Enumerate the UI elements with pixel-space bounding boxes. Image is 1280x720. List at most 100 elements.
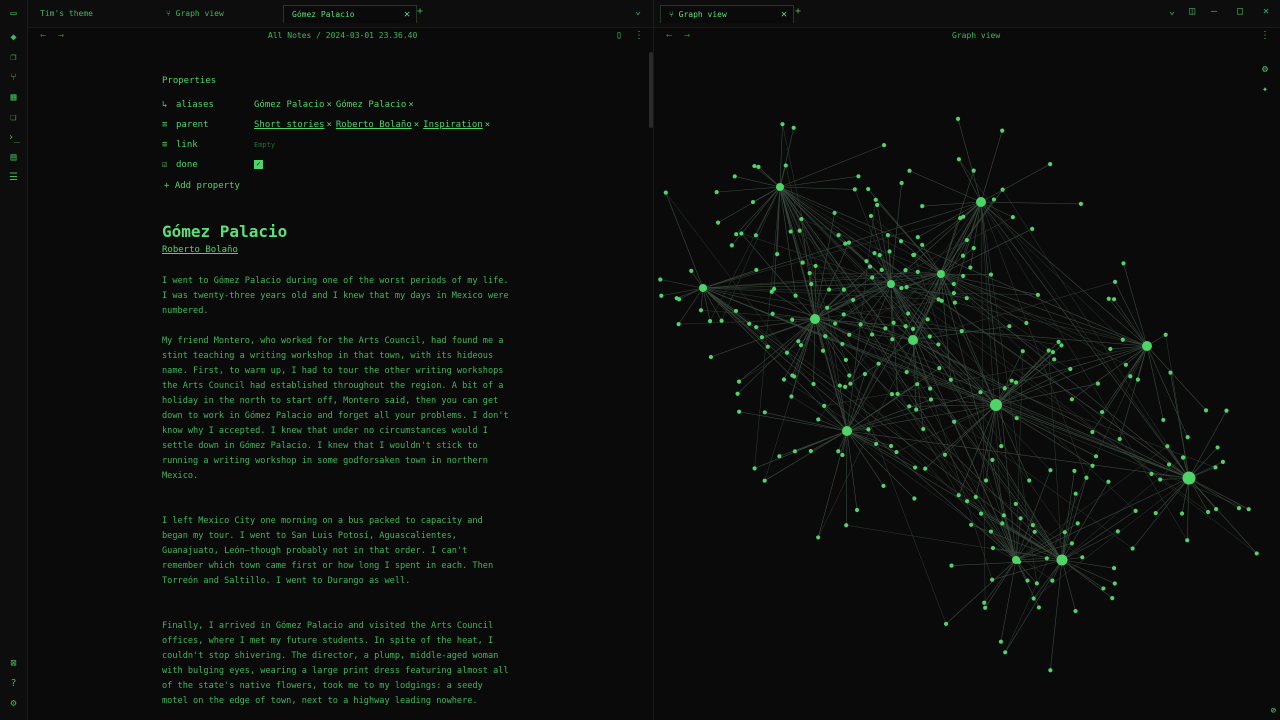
graph-node[interactable] [793,293,798,298]
graph-node[interactable] [1106,479,1111,484]
graph-node[interactable] [1185,435,1190,440]
graph-node[interactable] [769,289,774,294]
graph-node[interactable] [899,285,904,291]
graph-node[interactable] [788,229,793,234]
graph-node[interactable] [928,386,933,391]
graph-node[interactable] [826,287,832,292]
graph-node[interactable] [982,600,987,605]
graph-hub-node[interactable] [1182,471,1196,485]
graph-node[interactable] [991,197,997,202]
new-tab-icon[interactable]: + [416,6,424,17]
graph-node[interactable] [912,465,918,470]
graph-node[interactable] [791,125,796,130]
graph-node[interactable] [936,297,941,302]
close-window-icon[interactable]: ✕ [1262,6,1270,17]
graph-node[interactable] [949,563,954,568]
graph-node[interactable] [951,291,956,296]
graph-node[interactable] [659,293,664,298]
graph-node[interactable] [1108,346,1113,352]
graph-node[interactable] [877,252,882,258]
graph-hub-node[interactable] [1056,554,1068,566]
graph-node[interactable] [1046,348,1051,353]
graph-node[interactable] [715,220,721,225]
graph-node[interactable] [955,116,961,121]
graph-node[interactable] [1111,297,1117,302]
graph-hub-node[interactable] [810,314,820,324]
tab-graph-view-right[interactable]: ⑂ Graph view ✕ [660,5,794,23]
graph-node[interactable] [881,143,887,148]
graph-node[interactable] [1048,668,1053,673]
graph-node[interactable] [747,321,752,326]
graph-node[interactable] [807,271,812,276]
graph-node[interactable] [904,369,909,375]
minimize-icon[interactable]: – [1210,6,1218,17]
graph-hub-node[interactable] [887,280,895,288]
graph-node[interactable] [885,232,891,238]
graph-node[interactable] [907,168,912,173]
graph-node[interactable] [990,545,996,551]
graph-node[interactable] [790,317,795,322]
graph-node[interactable] [798,343,804,348]
graph-hub-node[interactable] [990,399,1002,411]
graph-node[interactable] [870,275,875,280]
graph-node[interactable] [1030,226,1035,231]
graph-node[interactable] [1205,509,1211,515]
back-arrow-icon[interactable]: ← [40,30,47,41]
graph-node[interactable] [925,317,930,322]
grid-icon[interactable]: ▦ [10,92,17,103]
graph-node[interactable] [836,449,841,454]
graph-node[interactable] [936,342,941,347]
graph-node[interactable] [964,237,969,243]
graph-node[interactable] [915,382,920,387]
graph-node[interactable] [1112,581,1117,586]
graph-node[interactable] [1000,128,1005,133]
graph-node[interactable] [1168,370,1173,375]
graph-node[interactable] [1035,292,1041,297]
graph-node[interactable] [783,163,788,168]
graph-node[interactable] [983,605,988,610]
graph-node[interactable] [843,357,848,363]
graph-node[interactable] [911,252,916,258]
graph-node[interactable] [790,373,795,378]
graph-node[interactable] [1123,362,1128,367]
graph-node[interactable] [879,267,884,272]
graph-node[interactable] [1080,555,1085,560]
graph-node[interactable] [752,163,757,169]
graph-node[interactable] [1030,523,1035,528]
graph-node[interactable] [1110,596,1115,601]
graph-node[interactable] [1075,521,1080,526]
graph-node[interactable] [895,391,900,397]
back-arrow-icon[interactable]: ← [666,30,673,41]
graph-node[interactable] [714,190,719,195]
graph-node[interactable] [735,391,740,396]
magic-wand-icon[interactable]: ✦ [1261,84,1268,95]
new-tab-icon[interactable]: + [794,6,802,17]
graph-node[interactable] [841,287,847,292]
graph-node[interactable] [1158,477,1163,482]
remove-icon[interactable]: × [413,120,420,130]
graph-node[interactable] [1048,468,1053,473]
graph-node[interactable] [784,350,790,355]
graph-node[interactable] [1002,386,1007,391]
graph-node[interactable] [903,267,908,273]
graph-node[interactable] [854,507,860,513]
graph-node[interactable] [775,252,780,257]
graph-node[interactable] [1117,436,1122,442]
graph-node[interactable] [840,341,845,347]
graph-node[interactable] [1224,408,1229,413]
graph-node[interactable] [1034,581,1039,586]
graph-node[interactable] [928,397,934,402]
forward-arrow-icon[interactable]: → [58,30,65,41]
graph-node[interactable] [920,242,925,247]
forward-arrow-icon[interactable]: → [684,30,691,41]
graph-node[interactable] [1069,397,1075,402]
sidebar-toggle-icon[interactable]: ▭ [10,8,17,19]
graph-node[interactable] [843,241,848,246]
graph-node[interactable] [676,322,681,327]
graph-node[interactable] [1130,546,1135,551]
graph-node[interactable] [733,308,739,314]
graph-node[interactable] [800,260,805,265]
graph-node[interactable] [846,240,852,245]
